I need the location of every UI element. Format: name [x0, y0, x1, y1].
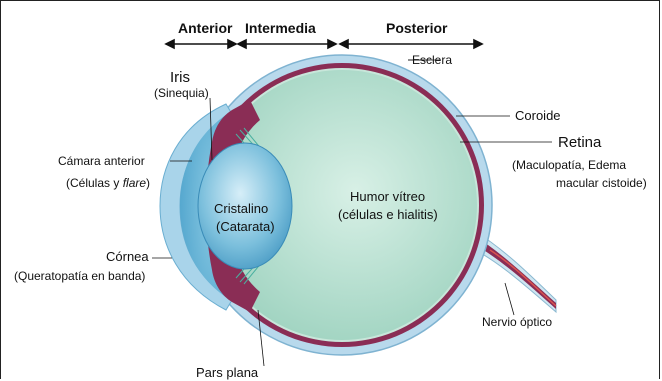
- label-iris-sub: (Sinequia): [154, 86, 209, 100]
- label-cornea: Córnea: [106, 249, 149, 264]
- zone-anterior: Anterior: [178, 20, 233, 36]
- label-cornea-sub: (Queratopatía en banda): [14, 269, 145, 283]
- label-humor: Humor vítreo: [350, 189, 425, 204]
- label-camara-sub-flare: flare: [123, 176, 147, 190]
- label-pars: Pars plana: [196, 365, 259, 380]
- label-camara-sub-a: (Células y: [66, 176, 123, 190]
- label-camara: Cámara anterior: [58, 154, 145, 168]
- label-cristalino: Cristalino: [214, 201, 268, 216]
- label-humor-sub: (células e hialitis): [338, 207, 438, 222]
- zone-intermedia: Intermedia: [245, 20, 316, 36]
- label-camara-sub-c: ): [146, 176, 150, 190]
- label-esclera: Esclera: [412, 53, 452, 67]
- label-retina-sub1: (Maculopatía, Edema: [512, 158, 626, 172]
- label-iris: Iris: [170, 69, 190, 86]
- label-retina-sub2: macular cistoide): [556, 176, 647, 190]
- label-camara-sub: (Células y flare): [66, 176, 150, 190]
- label-cristalino-sub: (Catarata): [216, 219, 275, 234]
- label-retina: Retina: [558, 134, 602, 151]
- zone-posterior: Posterior: [386, 20, 448, 36]
- label-nervio: Nervio óptico: [482, 315, 552, 329]
- label-coroide: Coroide: [515, 108, 561, 123]
